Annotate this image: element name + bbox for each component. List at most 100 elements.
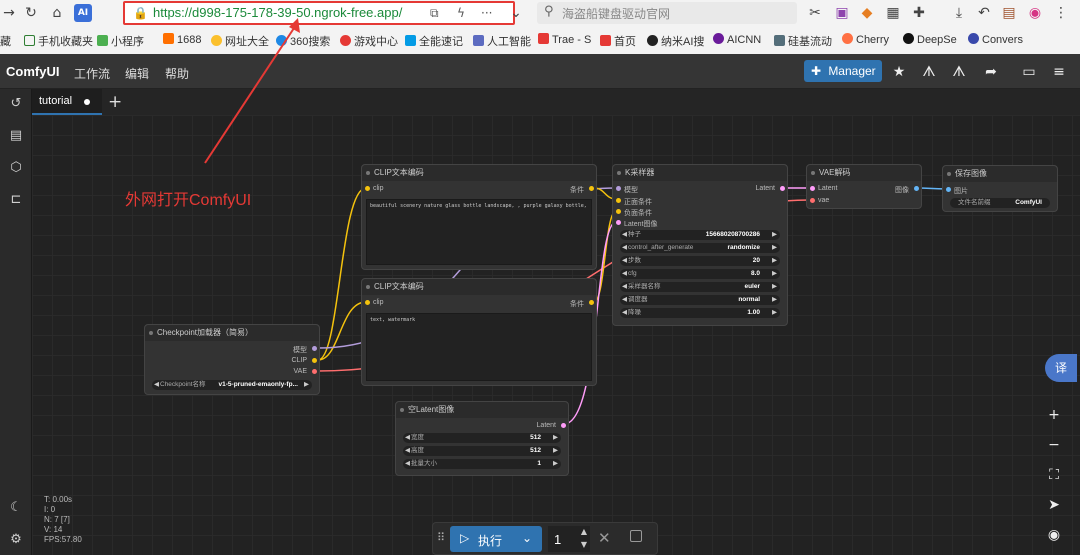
output-slot-dot[interactable] xyxy=(312,346,317,351)
output-slot-dot[interactable] xyxy=(914,186,919,191)
home-icon[interactable]: ⌂ xyxy=(52,5,62,21)
filename-prefix-widget[interactable]: 文件名前缀 ComfyUI xyxy=(950,198,1050,208)
more-icon[interactable]: ··· xyxy=(481,6,493,20)
hamburger-icon[interactable]: ≡ xyxy=(1053,64,1065,80)
arrow-left-icon[interactable]: ◀ xyxy=(154,381,159,388)
save-icon[interactable]: ▦ xyxy=(886,5,900,21)
node-clip-text-encode-negative[interactable]: CLIP文本编码 clip 条件 text, watermark xyxy=(361,278,597,386)
input-slot-dot[interactable] xyxy=(810,198,815,203)
node-save-image[interactable]: 保存图像 图片 文件名前缀 ComfyUI xyxy=(942,165,1058,212)
menu-help[interactable]: 帮助 xyxy=(165,67,190,81)
translate-button[interactable]: 译 xyxy=(1045,354,1077,382)
cube-icon[interactable]: ⬡ xyxy=(10,160,22,175)
eye-icon[interactable]: ◉ xyxy=(1047,527,1061,543)
bookmark-item[interactable]: 小程序 xyxy=(97,33,144,49)
share-icon[interactable]: ➦ xyxy=(985,64,997,80)
reload-icon[interactable]: ↻ xyxy=(25,5,37,21)
close-icon[interactable]: ✕ xyxy=(598,529,611,547)
bookmark-item[interactable]: 人工智能 xyxy=(473,33,531,49)
ai-icon[interactable]: AI xyxy=(74,4,92,22)
node-checkpoint-loader[interactable]: Checkpoint加载器（简易） 模型 CLIP VAE ◀ Checkpoi… xyxy=(144,324,320,395)
search-box[interactable]: ⚲ 海盗船键盘驱动官网 xyxy=(537,2,797,24)
bookmark-item[interactable]: Convers xyxy=(968,33,1023,46)
menu-workflow[interactable]: 工作流 xyxy=(74,67,111,81)
input-slot-dot[interactable] xyxy=(616,198,621,203)
output-slot-dot[interactable] xyxy=(589,186,594,191)
node-icon[interactable]: ᗑ xyxy=(922,64,936,80)
input-slot-dot[interactable] xyxy=(616,186,621,191)
input-slot-dot[interactable] xyxy=(616,209,621,214)
zoom-in-icon[interactable]: + xyxy=(1048,407,1060,423)
output-slot-dot[interactable] xyxy=(589,300,594,305)
input-slot-dot[interactable] xyxy=(616,220,621,225)
arrow-right-icon[interactable]: ▶ xyxy=(304,381,309,388)
puzzle-icon[interactable]: ✚ xyxy=(913,5,925,21)
output-slot-dot[interactable] xyxy=(780,186,785,191)
gear-icon[interactable]: ⚙ xyxy=(10,532,22,547)
bookmark-item[interactable]: 360搜索 xyxy=(276,33,330,49)
node-clip-text-encode-positive[interactable]: CLIP文本编码 clip 条件 beautiful scenery natur… xyxy=(361,164,597,270)
lightning-icon[interactable]: ϟ xyxy=(457,6,465,20)
menu-edit[interactable]: 编辑 xyxy=(125,67,150,81)
profile-icon[interactable]: ◉ xyxy=(1028,5,1042,21)
fit-view-icon[interactable]: ⛶ xyxy=(1049,467,1059,483)
bookmark-item[interactable]: 1688 xyxy=(163,33,201,46)
batch-count-input[interactable]: 1 ▲ ▼ xyxy=(548,526,590,552)
run-button[interactable]: ▷ 执行 ⌄ xyxy=(450,526,542,552)
undo-icon[interactable]: ↶ xyxy=(978,5,990,21)
panel-icon[interactable]: ▭ xyxy=(1022,64,1036,80)
decrement-icon[interactable]: ▼ xyxy=(580,540,587,549)
increment-icon[interactable]: ▲ xyxy=(580,527,587,536)
drag-handle-icon[interactable]: ⠿ xyxy=(437,531,446,544)
bookmark-item[interactable]: DeepSe xyxy=(903,33,957,46)
scissors-icon[interactable]: ✂ xyxy=(809,5,821,21)
node-vae-decode[interactable]: VAE解码 Latent vae 图像 xyxy=(806,164,922,209)
moon-icon[interactable]: ☾ xyxy=(10,500,22,515)
input-slot-dot[interactable] xyxy=(946,187,951,192)
history-icon[interactable]: ↺ xyxy=(10,96,22,111)
manager-button[interactable]: Manager xyxy=(804,60,882,82)
menu-icon[interactable]: ⋮ xyxy=(1054,5,1068,21)
bookmark-item[interactable]: 网址大全 xyxy=(211,33,269,49)
chevron-down-icon[interactable]: ⌄ xyxy=(510,5,522,21)
bookmark-item[interactable]: 首页 xyxy=(600,33,636,49)
bookmark-item[interactable]: AICNN xyxy=(713,33,761,46)
extension-icon[interactable]: ▣ xyxy=(835,5,849,21)
zoom-out-icon[interactable]: − xyxy=(1048,437,1060,453)
add-tab-icon[interactable]: + xyxy=(108,92,123,112)
fox-icon[interactable]: ◆ xyxy=(861,5,873,21)
tab-tutorial[interactable]: tutorial xyxy=(32,89,102,115)
stop-icon[interactable] xyxy=(630,530,642,542)
prompt-textarea[interactable]: beautiful scenery nature glass bottle la… xyxy=(366,199,592,265)
translate-page-icon[interactable]: ⧉ xyxy=(430,6,439,20)
bookmark-item[interactable]: 全能速记 xyxy=(405,33,463,49)
briefcase-icon[interactable]: ▤ xyxy=(1002,5,1016,21)
bookmark-item[interactable]: 藏 xyxy=(0,36,11,48)
output-slot-dot[interactable] xyxy=(561,423,566,428)
output-slot-dot[interactable] xyxy=(312,358,317,363)
input-slot-dot[interactable] xyxy=(365,300,370,305)
output-slot-dot[interactable] xyxy=(312,369,317,374)
download-icon[interactable]: ⤓ xyxy=(955,5,963,21)
chevron-down-icon[interactable]: ⌄ xyxy=(522,531,533,545)
address-bar[interactable]: 🔒 https://d998-175-178-39-50.ngrok-free.… xyxy=(123,1,515,25)
folder-icon[interactable]: ⊏ xyxy=(10,192,22,207)
cursor-icon[interactable]: ➤ xyxy=(1048,497,1060,513)
prompt-textarea[interactable]: text, watermark xyxy=(366,313,592,381)
bookmark-item[interactable]: 手机收藏夹 xyxy=(24,33,93,49)
input-slot-dot[interactable] xyxy=(810,186,815,191)
bookmark-item[interactable]: Cherry xyxy=(842,33,889,46)
checkpoint-combo[interactable]: ◀ Checkpoint名称 v1-5-pruned-emaonly-fp...… xyxy=(152,380,312,390)
star-icon[interactable]: ★ xyxy=(892,64,906,80)
book-icon[interactable]: ▤ xyxy=(9,128,23,143)
